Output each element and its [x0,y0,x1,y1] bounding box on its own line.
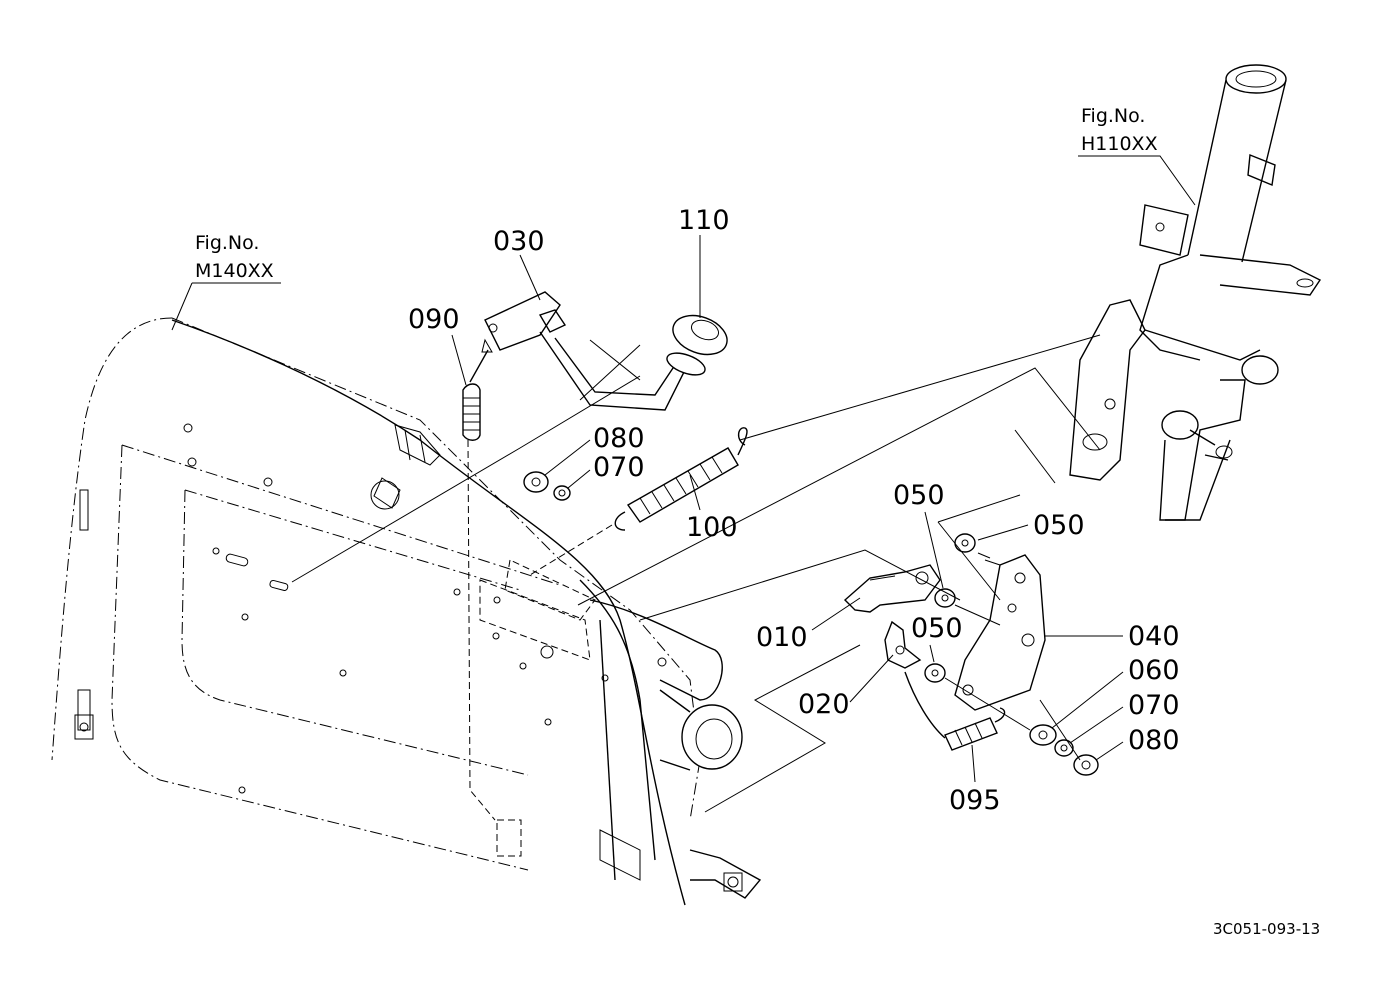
part-label-080-a: 080 [593,423,645,454]
part-label-060: 060 [1128,655,1180,686]
figure-ref-h110xx: Fig.No. H110XX [1078,105,1196,206]
part-label-090: 090 [408,304,460,335]
figure-ref-m140xx: Fig.No. M140XX [171,232,281,331]
roller-110 [579,314,728,401]
steering-column [1069,64,1322,521]
part-label-100: 100 [686,512,738,543]
washer-050-b [934,588,956,608]
part-label-070-a: 070 [593,452,645,483]
washer-070-a [553,485,571,501]
nut-080-b [1073,754,1099,776]
washer-060 [1029,724,1057,746]
part-labels: 030 110 090 080 070 100 050 050 010 050 … [408,205,1180,816]
washer-050-c [924,663,946,683]
figure-ref-code: M140XX [195,260,274,282]
part-label-095: 095 [949,785,1001,816]
figure-ref-prefix: Fig.No. [195,232,259,254]
lever-020 [884,620,922,669]
part-label-010: 010 [756,622,808,653]
drawing-code: 3C051-093-13 [1213,920,1320,938]
part-label-050-right: 050 [1033,510,1085,541]
figure-ref-code: H110XX [1081,133,1158,155]
nut-080-a [523,471,549,493]
part-label-050-top: 050 [893,480,945,511]
part-label-080-b: 080 [1128,725,1180,756]
part-label-050-mid: 050 [911,613,963,644]
lever-010 [843,564,941,613]
spring-100 [529,334,1101,576]
side-panel [51,317,762,906]
part-label-040: 040 [1128,621,1180,652]
part-label-110: 110 [678,205,730,236]
plate-040 [954,552,1046,711]
part-label-030: 030 [493,226,545,257]
part-label-070-b: 070 [1128,690,1180,721]
part-label-020: 020 [798,689,850,720]
washer-070-b [1054,739,1074,757]
construction-lines [291,367,1101,813]
washer-050-a [954,533,976,553]
bracket-030 [484,291,686,411]
spring-090 [462,338,496,821]
figure-ref-prefix: Fig.No. [1081,105,1145,127]
